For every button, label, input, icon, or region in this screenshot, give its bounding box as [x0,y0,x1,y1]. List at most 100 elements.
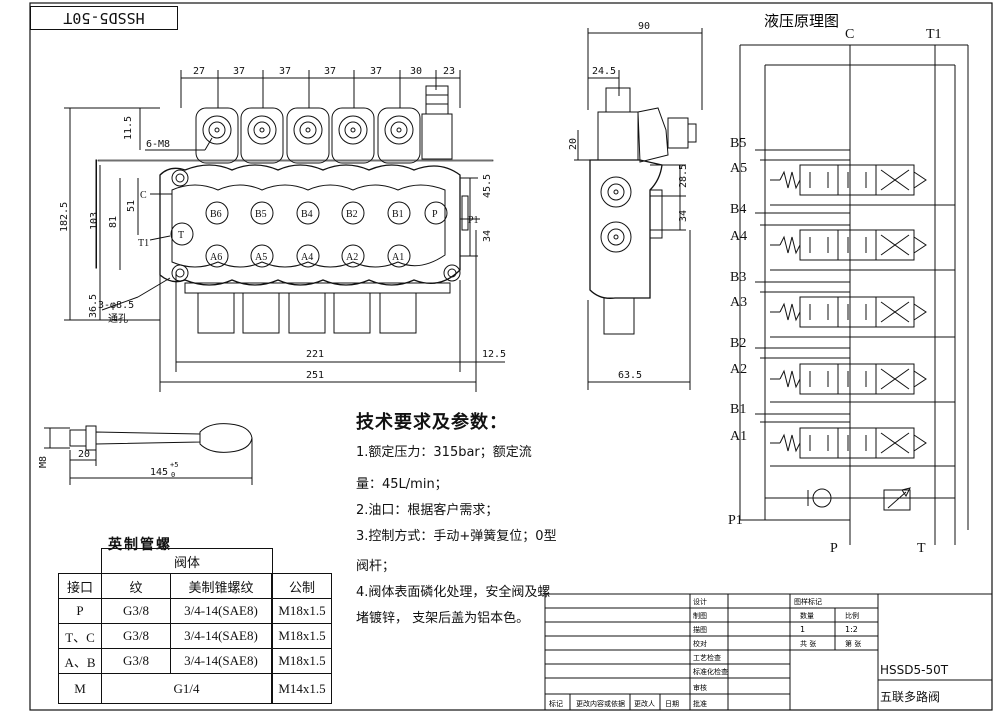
dim-top-5: 37 [370,66,382,77]
tb-label-rev-date: 日期 [665,700,679,708]
handle-tol-zero: 0 [171,471,175,479]
port-t: T [178,230,184,241]
tb-label-approve: 批准 [693,699,707,708]
tech-line-7: 堵镀锌， 支架后盖为铝本色。 [356,611,530,626]
schematic-a4: A4 [730,229,747,244]
dim-36-5: 36.5 [88,294,99,318]
table-cell: T、C [58,623,102,649]
handle-labels: M8 20 145 +5 0 [38,449,178,479]
tb-label-scale: 比例 [845,611,859,620]
front-view [64,70,505,392]
table-cell: M [58,673,102,704]
tb-scale-value: 1:2 [845,625,858,634]
tb-label-draw: 制图 [693,611,707,620]
side-view [574,28,703,390]
schematic-b4: B4 [730,202,746,217]
dim-top-6: 30 [410,66,422,77]
dim-103: 103 [89,212,100,230]
title-block [544,593,993,711]
valve-section-3 [755,281,955,338]
tb-label-rev-person: 更改人 [634,699,655,708]
dim-11-5: 11.5 [123,116,134,140]
tech-line-5: 阀杆； [356,559,396,574]
schematic-p1: P1 [728,513,743,528]
table-header-port: 接口 [58,573,102,599]
dim-top-7: 23 [443,66,455,77]
schematic-port-c: C [845,27,854,42]
table-row: P G3/8 3/4-14(SAE8) M18x1.5 [58,598,332,624]
through-hole-label: 通孔 [108,313,128,325]
table-header-us: 美制锥螺纹 [170,573,272,599]
schematic-t: T [917,541,926,556]
handle-dim-145: 145 [150,467,168,478]
dim-221: 221 [306,349,324,360]
table-cell: P [58,598,102,624]
tech-line-4: 3.控制方式：手动+弹簧复位；0型 [356,529,557,544]
tb-label-qty: 数量 [800,611,814,620]
dim-top-2: 37 [233,66,245,77]
table-row: A、B G3/8 3/4-14(SAE8) M18x1.5 [58,648,332,674]
table-cell: M18x1.5 [272,648,332,674]
table-cell: 3/4-14(SAE8) [170,598,272,624]
schematic-title: 液压原理图 [764,12,839,30]
dim-top-4: 37 [324,66,336,77]
port-p1-front: P1 [468,215,479,226]
table-cell: A、B [58,648,102,674]
valve-section-5 [755,413,955,467]
tb-label-rev-content: 更改内容或依据 [576,699,625,708]
port-a5: A5 [255,252,267,263]
tb-label-design: 设计 [693,597,707,606]
dim-251: 251 [306,370,324,381]
tech-line-3: 2.油口：根据客户需求； [356,503,499,518]
port-a1: A1 [392,252,404,263]
schematic-a2: A2 [730,362,747,377]
dim-34-side: 34 [678,210,689,222]
port-b4: B4 [301,209,313,220]
table-group-label: 阀体 [101,548,273,574]
table-group-row: 阀体 [58,548,332,574]
tb-label-rev-mark: 标记 [549,699,563,708]
dim-51: 51 [126,200,137,212]
handle-tol-plus: +5 [170,461,178,469]
port-t1-front: T1 [138,238,149,249]
port-b5: B5 [255,209,267,220]
dim-63-5: 63.5 [618,370,642,381]
schematic-b2: B2 [730,336,746,351]
port-a2: A2 [346,252,358,263]
table-cell: G3/8 [101,598,171,624]
port-b2: B2 [346,209,358,220]
port-a6: A6 [210,252,222,263]
dim-top-1: 27 [193,66,205,77]
schematic-a5: A5 [730,161,747,176]
port-b1: B1 [392,209,404,220]
valve-section-1 [755,149,955,206]
table-cell: G3/8 [101,648,171,674]
port-b6: B6 [210,209,222,220]
side-view-labels: 90 24.5 20 28.5 34 63.5 [568,21,689,381]
tb-label-check: 校对 [693,639,707,648]
schematic-b1: B1 [730,402,746,417]
dim-12-5: 12.5 [482,349,506,360]
table-cell: 3/4-14(SAE8) [170,648,272,674]
pipe-thread-table: 阀体 接口 纹 美制锥螺纹 公制 P G3/8 3/4-14(SAE8) M18… [58,548,332,704]
port-a4: A4 [301,252,313,263]
port-p: P [432,209,438,220]
dim-28-5: 28.5 [678,164,689,188]
schematic-labels: 液压原理图 C T1 B5 A5 B4 A4 B3 A3 B2 A2 B1 A1… [728,12,942,556]
sheet-frame [29,2,993,711]
dim-20: 20 [568,138,579,150]
tech-line-2: 量：45L/min； [356,477,448,492]
dim-24-5: 24.5 [592,66,616,77]
title-block-labels: 设计 制图 描图 校对 工艺检查 标准化检查 审核 批准 图样标记 数量 比例 … [549,597,861,708]
schematic-p: P [830,541,838,556]
table-cell: 3/4-14(SAE8) [170,623,272,649]
table-cell: M18x1.5 [272,598,332,624]
title-block-model: HSSD5-50T [880,663,949,677]
table-header-metric: 公制 [272,573,332,599]
tb-label-total: 共 张 [800,639,816,648]
tech-heading: 技术要求及参数： [356,412,508,433]
thread-label: 6-M8 [146,139,170,150]
table-header-thread: 纹 [101,573,171,599]
